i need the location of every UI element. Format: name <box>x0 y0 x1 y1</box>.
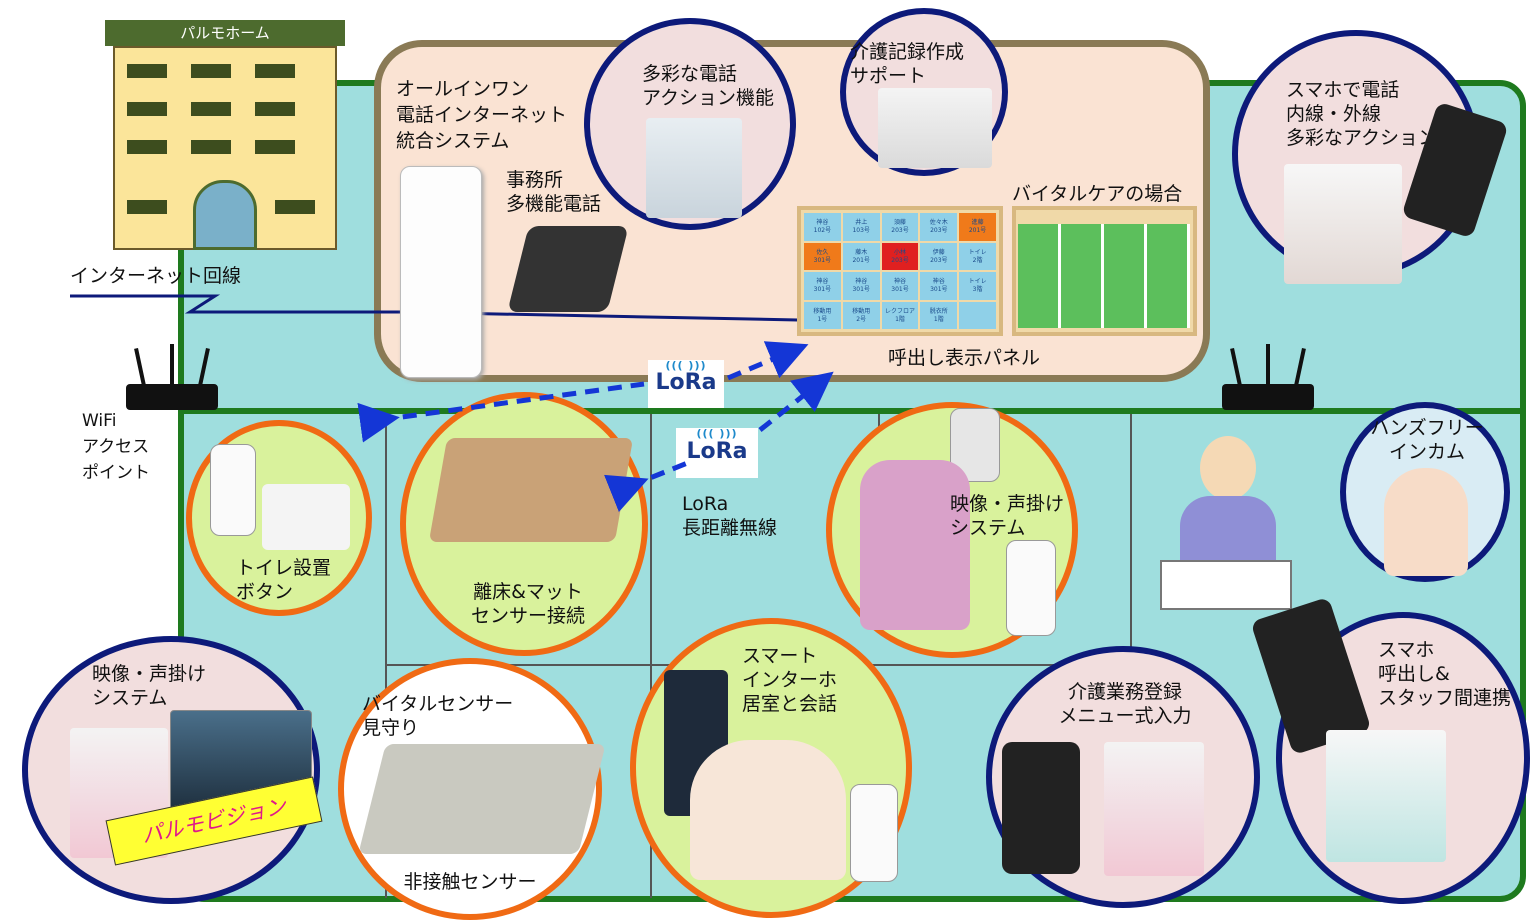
lora-logo-text: LoRa <box>686 439 748 464</box>
call-panel-cell: 移動用 1号 <box>804 301 841 329</box>
call-panel-cell: 神谷 301号 <box>881 272 919 300</box>
smartphone-call-label: スマホで電話 内線・外線 多彩なアクション <box>1286 79 1438 149</box>
window <box>127 64 167 78</box>
call-panel-cell: 神谷 301号 <box>842 272 880 300</box>
care-record-label: 介護記録作成 サポート <box>850 41 965 87</box>
building-sign: パルモホーム <box>180 24 270 42</box>
call-button-device <box>210 444 256 536</box>
phone-actions-label: 多彩な電話 アクション機能 <box>642 63 775 109</box>
room-line <box>385 414 387 898</box>
handsfree-label: ハンズフリー インカム <box>1370 417 1484 463</box>
building-door <box>193 180 257 250</box>
call-panel-cell: 神谷 102号 <box>804 213 841 241</box>
router-device <box>400 166 482 378</box>
lora-logo-text: LoRa <box>655 370 717 395</box>
call-button-device <box>1006 540 1056 636</box>
operator-photo <box>646 118 742 218</box>
window <box>127 102 167 116</box>
window <box>127 140 167 154</box>
window <box>255 102 295 116</box>
window <box>191 64 231 78</box>
toilet-photo <box>262 484 350 550</box>
office-phone-label: 事務所 多機能電話 <box>506 169 602 215</box>
patient-illustration <box>690 740 846 880</box>
internet-label: インターネット回線 <box>70 265 242 287</box>
vital-sensor-label: バイタルセンサー 見守り <box>362 693 514 739</box>
elderly-drawing-illustration <box>1160 436 1292 610</box>
call-panel-cell: 伊藤 203号 <box>920 242 958 270</box>
office-worker-photo <box>878 88 992 168</box>
call-panel-cell: 佐々木 203号 <box>920 213 958 241</box>
staff-photo <box>1326 730 1446 862</box>
panel-caption: 呼出し表示パネル <box>888 347 1041 369</box>
call-button-device <box>850 784 898 882</box>
room-line <box>650 414 652 898</box>
wifi-router-icon <box>126 344 218 410</box>
call-panel-cell: 佐久 301号 <box>804 242 841 270</box>
window <box>255 64 295 78</box>
lora-logo: ((( )))LoRa <box>648 360 724 408</box>
call-panel-cell: 移動用 2号 <box>842 301 880 329</box>
wifi-label: WiFi アクセス ポイント <box>82 411 150 483</box>
intercom-nurse-illustration <box>1384 468 1468 576</box>
nurse-smartphone-photo <box>1104 742 1204 876</box>
call-panel-cell: レクフロア 1階 <box>881 301 919 329</box>
video-voice-left-label: 映像・声掛け システム <box>92 663 207 709</box>
call-panel-cell: 神谷 301号 <box>920 272 958 300</box>
call-panel-cell: 小林 203号 <box>881 242 919 270</box>
window <box>127 200 167 214</box>
video-voice-right-label: 映像・声掛け システム <box>950 493 1065 539</box>
call-panel-cell: 須藤 203号 <box>881 213 919 241</box>
wifi-router-icon <box>1222 344 1314 410</box>
care-menu-label: 介護業務登録 メニュー式入力 <box>1058 681 1192 727</box>
building-roof <box>105 20 345 46</box>
window <box>191 140 231 154</box>
call-panel-cell: トイレ 2階 <box>959 242 996 270</box>
window <box>191 102 231 116</box>
call-panel-cell: 神谷 301号 <box>804 272 841 300</box>
call-panel-cell: 脱衣所 1階 <box>920 301 958 329</box>
call-panel-cell <box>959 301 996 329</box>
nurse-phone-photo <box>1284 164 1402 284</box>
smartphone-staff-label: スマホ 呼出し& スタッフ間連携 <box>1378 639 1512 709</box>
vital-panel-grid <box>1018 224 1190 328</box>
system-title: オールインワン 電話インターネット 統合システム <box>396 78 568 152</box>
call-panel-cell: トイレ 3階 <box>959 272 996 300</box>
lora-long-label: LoRa 長距離無線 <box>682 493 778 539</box>
call-panel-grid: 神谷 102号井上 103号須藤 203号佐々木 203号進藤 201号佐久 3… <box>803 212 997 330</box>
call-panel-cell: 井上 103号 <box>842 213 880 241</box>
vital-caption: バイタルケアの場合 <box>1012 183 1183 205</box>
wheelchair-illustration <box>860 460 970 630</box>
lora-logo: ((( )))LoRa <box>676 428 758 478</box>
call-panel-cell: 進藤 201号 <box>959 213 996 241</box>
floor-divider <box>178 408 1526 414</box>
smartphone-menu-icon <box>1002 742 1080 874</box>
call-panel-cell: 藤木 201号 <box>842 242 880 270</box>
toilet-button-label: トイレ設置 ボタン <box>236 557 332 603</box>
bed-sensor-label: 離床&マット センサー接続 <box>470 581 585 627</box>
building: パルモホーム <box>105 20 345 250</box>
care-bed-illustration <box>358 744 606 854</box>
smart-intercom-label: スマート インターホ 居室と会話 <box>742 645 838 715</box>
noncontact-label: 非接触センサー <box>403 871 537 893</box>
window <box>275 200 315 214</box>
window <box>255 140 295 154</box>
